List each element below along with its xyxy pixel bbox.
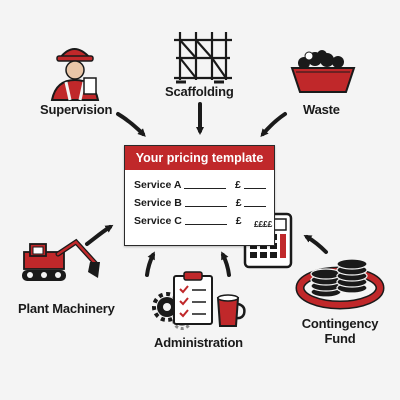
waste-skip-icon bbox=[290, 50, 356, 93]
label-contingency-line1: Contingency bbox=[301, 316, 379, 331]
worker-icon bbox=[50, 48, 100, 101]
service-name: Service B bbox=[134, 197, 182, 209]
label-administration: Administration bbox=[154, 335, 243, 350]
pricing-template-card: Your pricing template Service A £ Servic… bbox=[124, 145, 275, 246]
label-contingency-fund: Contingency Fund bbox=[298, 316, 382, 346]
currency-symbol: £ bbox=[235, 197, 242, 209]
label-waste: Waste bbox=[303, 102, 340, 117]
arrows bbox=[85, 102, 328, 277]
label-scaffolding: Scaffolding bbox=[165, 84, 234, 99]
arrow-admin-left bbox=[145, 251, 155, 277]
currency-symbol: £ bbox=[235, 215, 242, 227]
service-name: Service A bbox=[134, 179, 182, 191]
arrow-admin-right bbox=[221, 251, 231, 277]
excavator-icon bbox=[22, 238, 100, 281]
label-supervision: Supervision bbox=[40, 102, 113, 117]
label-plant-machinery: Plant Machinery bbox=[18, 301, 115, 316]
label-contingency-line2: Fund bbox=[324, 331, 356, 346]
mug-icon bbox=[216, 294, 246, 327]
arrow-supervision bbox=[116, 112, 146, 137]
scaffolding-icon bbox=[174, 32, 232, 84]
service-name: Service C bbox=[134, 215, 182, 227]
service-row-c: Service C £ bbox=[134, 215, 242, 227]
calculator-display: ££££ bbox=[254, 219, 273, 229]
pricing-template-title: Your pricing template bbox=[125, 146, 274, 170]
clipboard-icon bbox=[173, 271, 213, 325]
service-row-b: Service B £ bbox=[134, 197, 267, 209]
arrow-plant bbox=[85, 224, 114, 246]
arrow-waste bbox=[260, 112, 287, 138]
coin-stack-icon bbox=[295, 258, 385, 310]
service-row-a: Service A £ bbox=[134, 179, 266, 191]
currency-symbol: £ bbox=[234, 179, 241, 191]
arrow-contingency bbox=[303, 235, 328, 254]
